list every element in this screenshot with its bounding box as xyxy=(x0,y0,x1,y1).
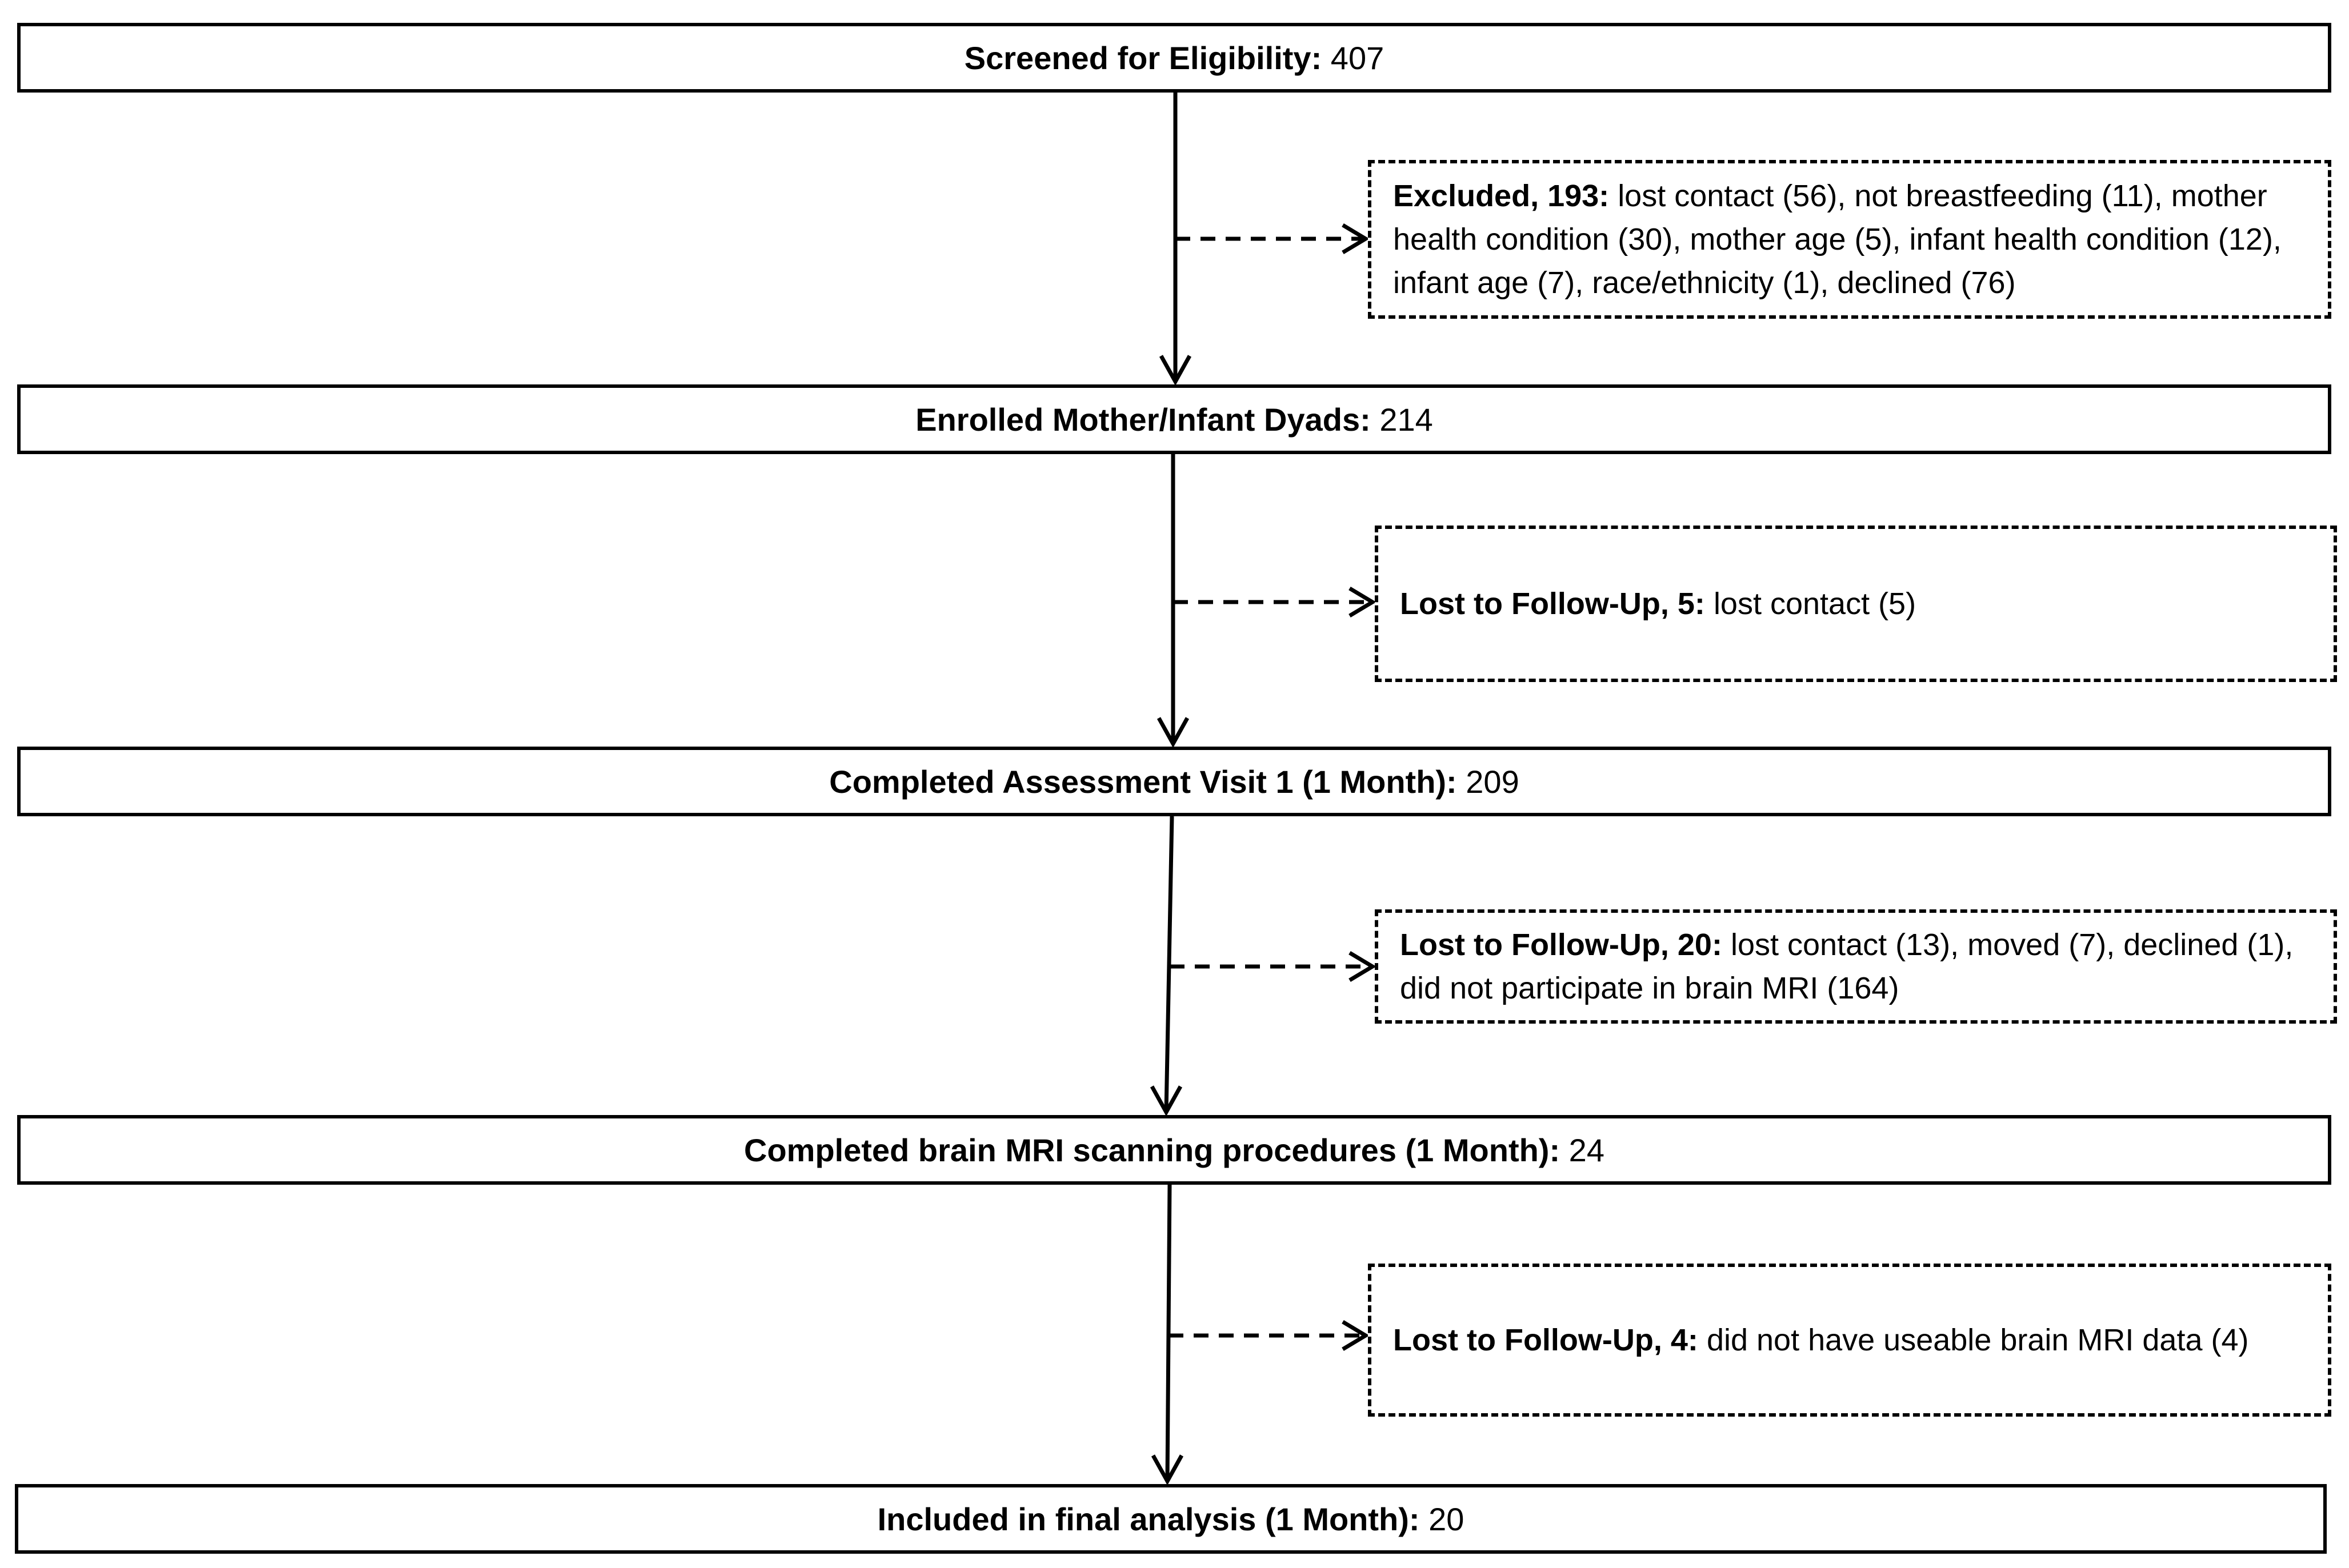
exclusion-box-excluded: Excluded, 193: lost contact (56), not br… xyxy=(1368,160,2331,319)
stage-count: 24 xyxy=(1568,1132,1604,1168)
arrow-head-right-1 xyxy=(1342,223,1370,255)
stage-label: Screened for Eligibility: xyxy=(964,39,1322,76)
exclusion-label: Lost to Follow-Up, 20: xyxy=(1400,928,1722,962)
stage-label: Completed brain MRI scanning procedures … xyxy=(744,1132,1560,1168)
arrow-head-right-3 xyxy=(1348,951,1376,982)
stage-label: Completed Assessment Visit 1 (1 Month): xyxy=(829,763,1457,800)
exclusion-box-lost-followup-20: Lost to Follow-Up, 20: lost contact (13)… xyxy=(1375,909,2337,1024)
arrow-head-right-4 xyxy=(1342,1320,1370,1352)
exclusion-text: Excluded, 193: lost contact (56), not br… xyxy=(1393,174,2306,304)
stage-label: Enrolled Mother/Infant Dyads: xyxy=(915,401,1371,438)
stage-count: 20 xyxy=(1428,1501,1464,1537)
flow-line-4 xyxy=(1165,1184,1172,1482)
arrow-head-down-2 xyxy=(1157,717,1190,748)
stage-count: 407 xyxy=(1330,39,1384,76)
stage-box-final: Included in final analysis (1 Month): 20 xyxy=(15,1484,2327,1554)
exclusion-label: Lost to Follow-Up, 5: xyxy=(1400,587,1705,621)
exclusion-detail: lost contact (5) xyxy=(1713,587,1916,621)
arrow-head-right-2 xyxy=(1348,586,1376,618)
exclusion-detail: did not have useable brain MRI data (4) xyxy=(1706,1323,2249,1357)
stage-label: Included in final analysis (1 Month): xyxy=(877,1501,1420,1537)
exclusion-text: Lost to Follow-Up, 4: did not have useab… xyxy=(1393,1318,2249,1362)
exclusion-text: Lost to Follow-Up, 5: lost contact (5) xyxy=(1400,582,1916,625)
stage-count: 209 xyxy=(1466,763,1519,800)
arrow-head-down-4 xyxy=(1151,1454,1184,1486)
exclusion-label: Lost to Follow-Up, 4: xyxy=(1393,1323,1698,1357)
stage-count: 214 xyxy=(1379,401,1433,438)
flow-line-3 xyxy=(1164,816,1174,1113)
exclusion-text: Lost to Follow-Up, 20: lost contact (13)… xyxy=(1400,923,2312,1010)
exclusion-label: Excluded, 193: xyxy=(1393,179,1610,213)
exclusion-box-lost-followup-4: Lost to Follow-Up, 4: did not have useab… xyxy=(1368,1264,2331,1417)
exclusion-box-lost-followup-5: Lost to Follow-Up, 5: lost contact (5) xyxy=(1375,526,2337,682)
stage-box-enrolled: Enrolled Mother/Infant Dyads: 214 xyxy=(17,384,2331,454)
arrow-head-down-1 xyxy=(1159,355,1192,386)
exclusion-detail: lost contact (56), not breastfeeding (11… xyxy=(1393,179,2282,300)
stage-box-mri: Completed brain MRI scanning procedures … xyxy=(17,1115,2331,1185)
stage-box-visit1: Completed Assessment Visit 1 (1 Month): … xyxy=(17,747,2331,816)
stage-box-screened: Screened for Eligibility: 407 xyxy=(17,23,2331,93)
arrow-head-down-3 xyxy=(1150,1085,1183,1117)
exclusion-detail: lost contact (13), moved (7), declined (… xyxy=(1400,928,2294,1005)
